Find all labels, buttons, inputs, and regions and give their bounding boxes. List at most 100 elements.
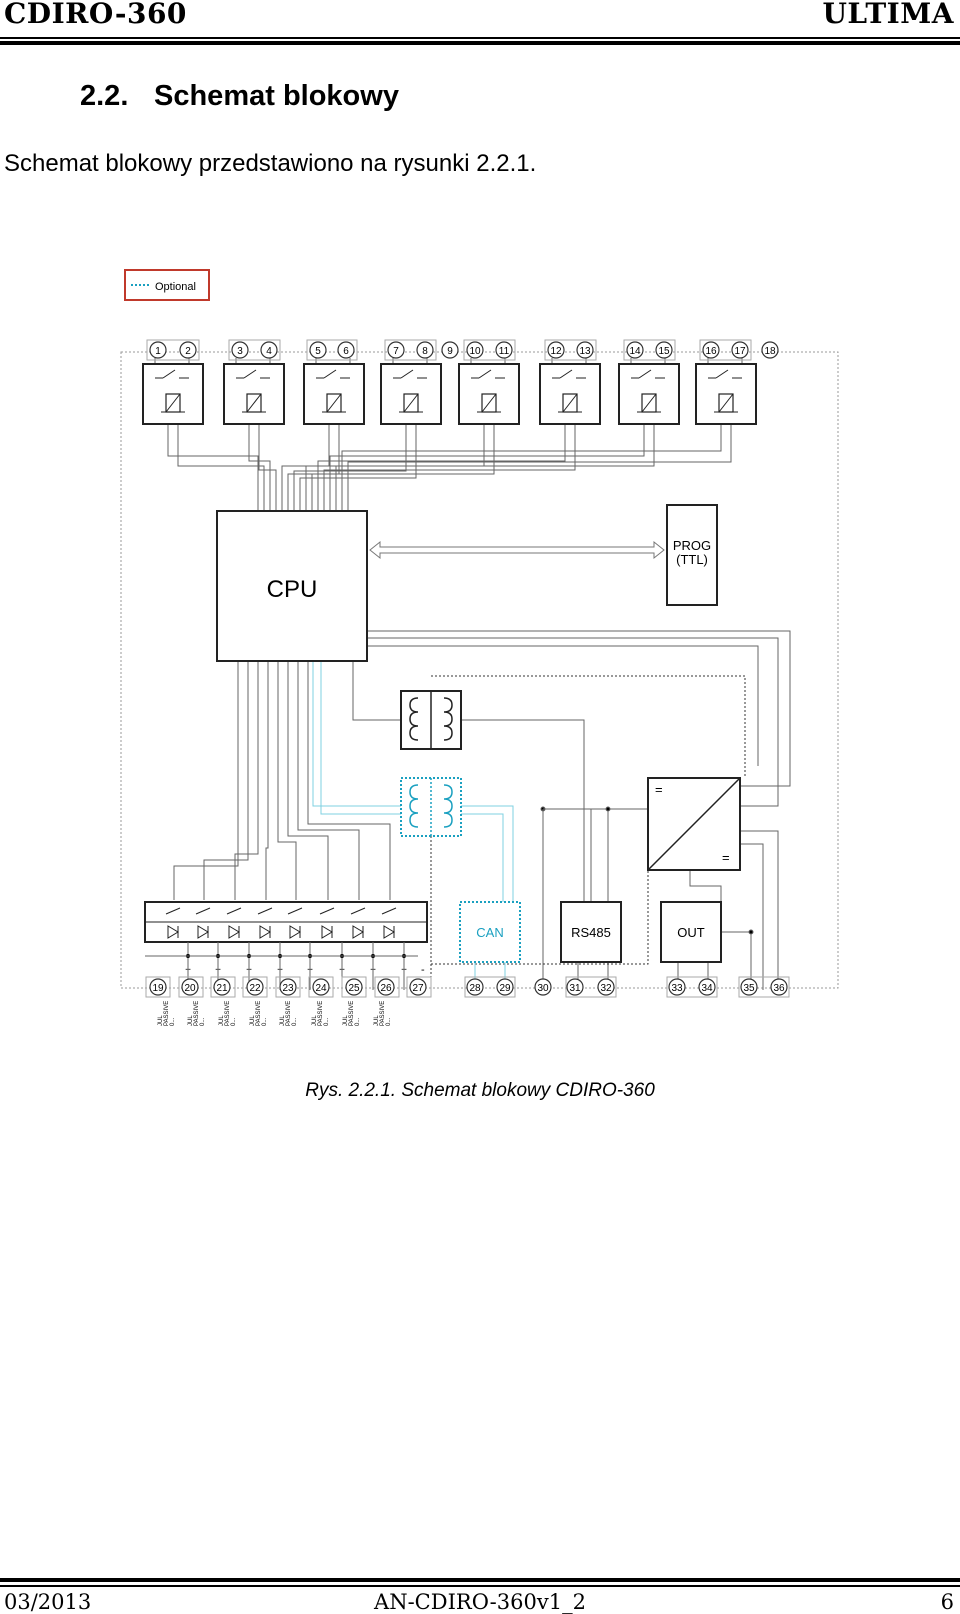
top-terminal-group xyxy=(623,339,676,361)
terminal-number: 5 xyxy=(315,346,321,357)
terminal-number: 34 xyxy=(701,983,713,994)
digital-input-8: +JULPASSIVE0... xyxy=(374,907,407,1026)
top-terminal-group xyxy=(463,339,516,361)
relay-cpu-wire xyxy=(177,424,265,511)
terminal-2: 2 xyxy=(179,341,197,359)
terminal-35: 35 xyxy=(740,978,758,996)
terminal-28: 28 xyxy=(466,978,484,996)
input-type-text: 0... xyxy=(231,1017,237,1026)
terminal-27: 27 xyxy=(409,978,427,996)
terminal-1: 1 xyxy=(149,341,167,359)
terminal-number: 17 xyxy=(734,346,746,357)
terminal-number: 10 xyxy=(469,346,481,357)
legend-box xyxy=(124,269,210,301)
relay-contact xyxy=(478,369,492,379)
terminal-number: 14 xyxy=(629,346,641,357)
footer-rule-thick xyxy=(0,1578,960,1582)
prog-block xyxy=(666,504,718,606)
relay-contact xyxy=(559,369,573,379)
out-block xyxy=(660,901,722,963)
optocoupler-transistor xyxy=(381,907,397,915)
relay-contact xyxy=(243,369,257,379)
bottom-terminal-group xyxy=(464,976,516,998)
legend-label: Optional xyxy=(155,281,196,293)
terminal-number: 4 xyxy=(266,346,272,357)
terminal-number: 11 xyxy=(499,346,510,357)
input-type-text: 0... xyxy=(292,1017,298,1026)
cpu-psu-wire xyxy=(367,630,791,787)
terminal-circle xyxy=(626,341,644,359)
relay-5 xyxy=(458,363,520,425)
terminal-22: 22 xyxy=(246,978,264,996)
input-type-text: JUL xyxy=(312,1015,318,1026)
input-type-text: PASSIVE xyxy=(318,1001,324,1026)
terminal-11: 11 xyxy=(495,341,513,359)
relay-contact xyxy=(400,369,414,379)
terminal-number: 31 xyxy=(569,983,581,994)
terminal-7: 7 xyxy=(387,341,405,359)
optocoupler-transistor xyxy=(287,907,303,915)
relay-7 xyxy=(618,363,680,425)
terminal-number: 28 xyxy=(469,983,481,994)
bottom-terminal-group xyxy=(308,976,334,998)
bottom-terminal-group xyxy=(565,976,617,998)
terminal-36: 36 xyxy=(770,978,788,996)
terminal-circle xyxy=(312,978,330,996)
can-block xyxy=(459,901,521,963)
terminal-circle xyxy=(260,341,278,359)
relay-contact xyxy=(323,369,337,379)
relay-cpu-wire xyxy=(311,424,495,511)
optional-wiring xyxy=(312,661,514,990)
bottom-terminal-group xyxy=(738,976,790,998)
optocoupler-diode xyxy=(167,925,179,939)
optocoupler-transistor xyxy=(195,907,211,915)
optional-wire xyxy=(320,661,401,815)
relay-cpu-wire xyxy=(323,424,576,511)
terminal-circle xyxy=(761,341,779,359)
terminal-number: 1 xyxy=(155,346,161,357)
junction-dot xyxy=(605,806,611,812)
terminal-circle xyxy=(416,341,434,359)
terminal-number: 25 xyxy=(348,983,360,994)
terminal-circle xyxy=(655,341,673,359)
relay-3 xyxy=(303,363,365,425)
input-type-text: 0... xyxy=(324,1017,330,1026)
psu-terminal-wire xyxy=(740,830,779,990)
bottom-terminal-group xyxy=(210,976,236,998)
terminal-29: 29 xyxy=(496,978,514,996)
top-terminal-group xyxy=(306,339,358,361)
terminal-circle xyxy=(576,341,594,359)
terminal-16: 16 xyxy=(702,341,720,359)
bottom-terminal-group xyxy=(666,976,718,998)
terminal-8: 8 xyxy=(416,341,434,359)
input-type-text: PASSIVE xyxy=(225,1001,231,1026)
terminal-circle xyxy=(279,978,297,996)
terminal-number: 35 xyxy=(743,983,755,994)
bottom-terminal-group xyxy=(406,976,432,998)
input-type-text: 0... xyxy=(355,1017,361,1026)
relay-contact xyxy=(162,369,176,379)
terminal-number: 18 xyxy=(764,346,776,357)
cpu-psu-wire xyxy=(367,637,779,807)
optional-wire xyxy=(461,805,514,902)
terminal-circle xyxy=(149,978,167,996)
top-terminal-group xyxy=(544,339,597,361)
psu-out-wire xyxy=(689,870,722,902)
terminal-circle xyxy=(246,978,264,996)
optocoupler-transistor xyxy=(165,907,181,915)
isolated-supply-line xyxy=(431,870,649,965)
dc-sign-input: = xyxy=(655,782,663,797)
terminal-number: 16 xyxy=(705,346,717,357)
terminal-25: 25 xyxy=(345,978,363,996)
terminal-5: 5 xyxy=(309,341,327,359)
terminal-number: 19 xyxy=(152,983,164,994)
relay-1 xyxy=(142,363,204,425)
terminal-number: 32 xyxy=(600,983,612,994)
footer-page-number: 6 xyxy=(940,1590,954,1614)
terminal-9: 9 xyxy=(441,341,459,359)
terminal-17: 17 xyxy=(731,341,749,359)
bottom-terminal-group xyxy=(341,976,367,998)
prog-label-1: PROG xyxy=(673,538,711,553)
terminal-number: 36 xyxy=(773,983,785,994)
input-type-text: JUL xyxy=(219,1015,225,1026)
